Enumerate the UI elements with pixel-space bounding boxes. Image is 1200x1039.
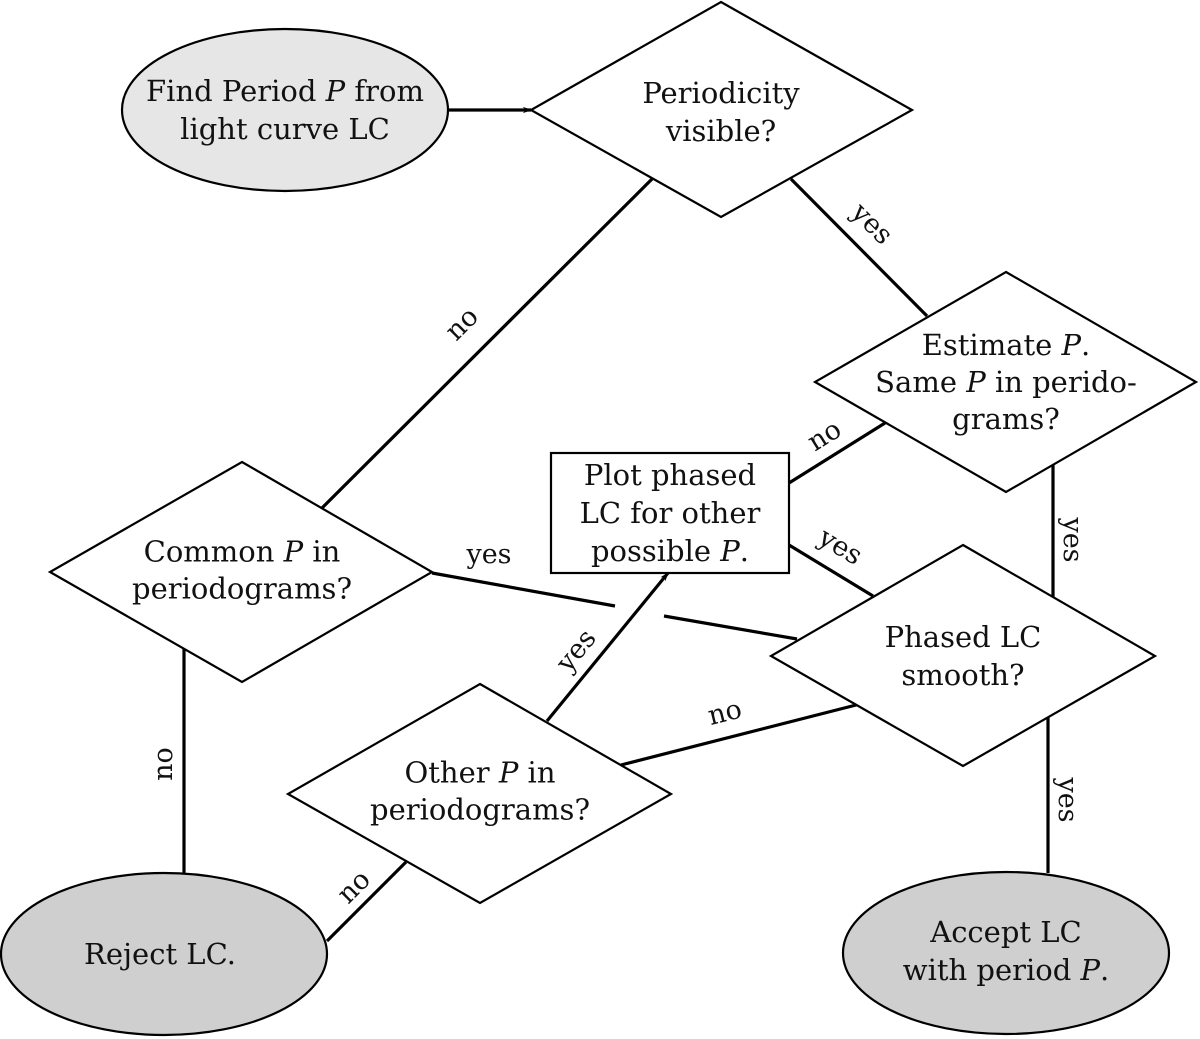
edge-label-smooth-no: no: [705, 694, 745, 732]
label-line-1-run-2: in perido-: [986, 365, 1137, 399]
label-line-1-run-0: light curve LC: [180, 112, 390, 146]
label-line-1-run-0: visible?: [665, 114, 776, 148]
edge-common-yes-smooth-a: [431, 571, 616, 608]
estimate-label: Estimate P. Same P in perido-grams?: [875, 328, 1137, 436]
estimate-diamond: [812, 270, 1199, 494]
edge-plot-yes-smooth: [788, 543, 874, 598]
label-line-0-run-2: in: [303, 535, 340, 569]
edge-label-common-no: no: [148, 747, 179, 781]
label-line-2-run-1: P: [719, 534, 740, 568]
node-start: Find Period P from light curve LC: [120, 27, 450, 193]
label-line-0-run-2: from: [345, 74, 424, 108]
node-smooth: Phased LC smooth?: [768, 543, 1158, 768]
label-line-0-run-0: Estimate: [922, 328, 1062, 362]
common-diamond: [47, 460, 435, 684]
label-line-1-run-0: LC for other: [580, 496, 761, 530]
node-plot-phased: Plot phased LC for other possible P.: [549, 451, 791, 575]
smooth-label: Phased LC smooth?: [885, 620, 1042, 692]
periodicity-diamond: [528, 0, 915, 219]
label-line-2-run-2: .: [740, 534, 749, 568]
edges: [182, 106, 1055, 943]
label-line-2-run-0: possible: [591, 534, 720, 568]
label-line-0-run-1: P: [325, 74, 346, 108]
label-line-2-run-0: grams?: [952, 402, 1060, 436]
accept-ellipse: [841, 870, 1171, 1036]
label-line-1-run-1: P: [965, 365, 986, 399]
node-periodicity: Periodicity visible?: [528, 0, 915, 219]
reject-ellipse: [0, 871, 329, 1037]
edge-label-other-yes: yes: [550, 623, 603, 678]
smooth-diamond: [768, 543, 1158, 768]
edge-label-estimate-yes: yes: [1057, 516, 1088, 562]
edge-periodicity-no-common: [320, 177, 654, 510]
label-line-1-run-0: with period: [903, 953, 1081, 987]
label-line-0-run-0: Periodicity: [642, 76, 800, 110]
start-ellipse: [120, 27, 450, 193]
label-line-1-run-0: Same: [875, 365, 966, 399]
edge-label-periodicity-no: no: [439, 301, 485, 347]
start-label: Find Period P from light curve LC: [146, 74, 424, 146]
label-line-1-run-0: periodograms?: [132, 572, 352, 606]
label-line-1-run-2: .: [1100, 953, 1109, 987]
edge-smooth-no-other: [620, 702, 861, 767]
label-line-1-run-1: P: [1080, 953, 1101, 987]
plot-phased-rect: [549, 451, 791, 575]
node-reject: Reject LC.: [0, 871, 329, 1037]
label-line-0-run-2: .: [1081, 328, 1090, 362]
label-line-1-run-0: periodograms?: [370, 793, 590, 827]
label-line-0-run-1: P: [498, 756, 519, 790]
edge-common-yes-smooth-b: [663, 614, 798, 641]
node-estimate: Estimate P. Same P in perido-grams?: [812, 270, 1199, 494]
label-line-0-run-1: P: [283, 535, 304, 569]
edge-estimate-no-plot: [788, 421, 886, 485]
periodicity-label: Periodicity visible?: [642, 76, 800, 148]
label-line-0-run-0: Common: [144, 535, 284, 569]
accept-label: Accept LC with period P.: [903, 915, 1110, 987]
label-line-0-run-0: Other: [404, 756, 498, 790]
edge-label-other-no: no: [331, 864, 377, 910]
edge-label-smooth-yes: yes: [1052, 776, 1083, 822]
edge-other-yes-plot: [545, 571, 670, 723]
reject-label: Reject LC.: [84, 937, 236, 971]
edge-label-common-yes: yes: [465, 539, 511, 570]
label-line-1-run-0: smooth?: [901, 658, 1024, 692]
other-diamond: [285, 682, 674, 905]
label-line-0-run-2: in: [518, 756, 555, 790]
label-line-0-run-0: Plot phased: [584, 458, 756, 492]
label-line-0-run-0: Find Period: [146, 74, 326, 108]
edge-periodicity-yes-estimate: [789, 177, 929, 318]
label-line-0-run-0: Phased LC: [885, 620, 1042, 654]
plot-phased-label: Plot phased LC for other possible P.: [580, 458, 761, 568]
label-line-0-run-1: P: [1061, 328, 1082, 362]
edge-other-no-reject: [325, 860, 408, 943]
node-accept: Accept LC with period P.: [841, 870, 1171, 1036]
label-line-0-run-0: Accept LC: [929, 915, 1081, 949]
label-line-0-run-0: Reject LC.: [84, 937, 236, 971]
